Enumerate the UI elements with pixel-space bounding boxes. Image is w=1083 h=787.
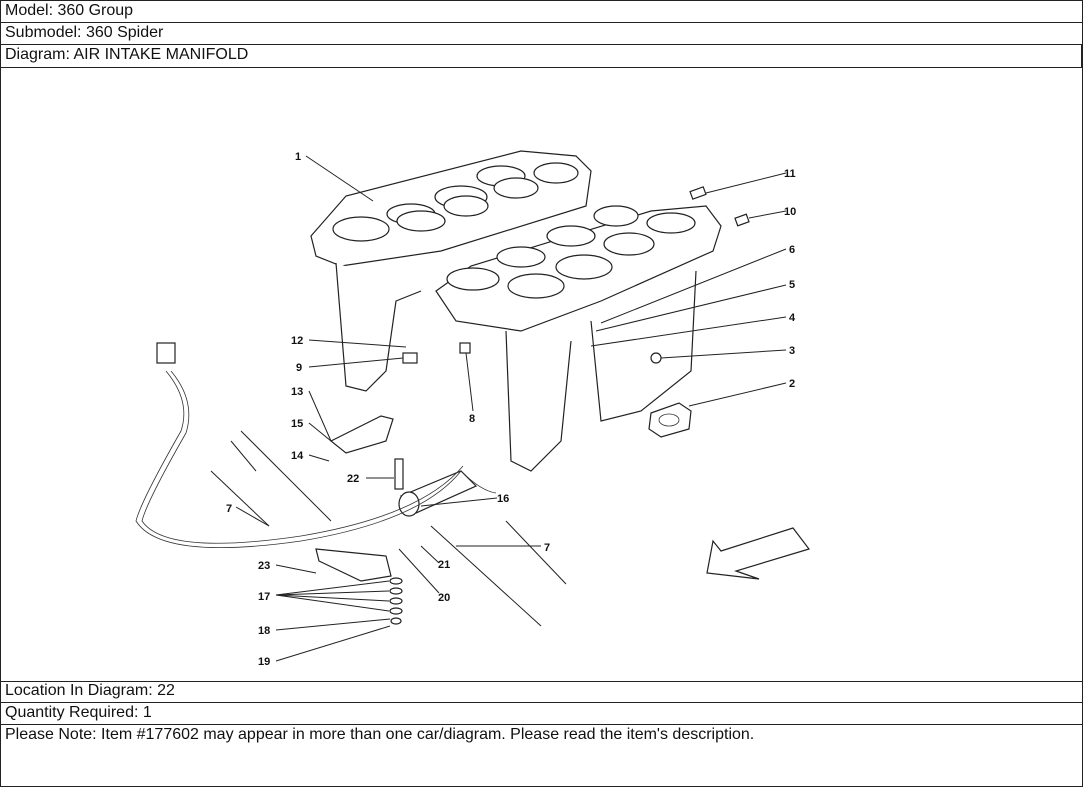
model-text: Model: 360 Group [5,2,134,19]
callout-14: 14 [291,450,304,462]
callout-3: 3 [789,345,795,357]
location-row: Location In Diagram: 22 [1,681,1082,703]
submodel-text: Submodel: 360 Spider [5,24,164,41]
callout-6: 6 [789,244,795,256]
callout-10: 10 [784,206,796,218]
callout-23: 23 [258,560,270,572]
callout-12: 12 [291,335,303,347]
direction-arrow [706,527,811,580]
diagram-title-row: Diagram: AIR INTAKE MANIFOLD [1,45,1082,68]
callout-20: 20 [438,592,450,604]
callout-7a: 7 [226,503,232,515]
callout-5: 5 [789,279,795,291]
callout-19: 19 [258,656,270,668]
quantity-row: Quantity Required: 1 [1,703,1082,725]
diagram-title-text: Diagram: AIR INTAKE MANIFOLD [5,46,249,63]
callout-1: 1 [295,151,301,163]
quantity-text: Quantity Required: 1 [5,704,152,721]
leader-lines [210,155,787,662]
location-text: Location In Diagram: 22 [5,682,175,699]
callout-2: 2 [789,378,795,390]
callout-7b: 7 [544,542,550,554]
submodel-row: Submodel: 360 Spider [1,23,1082,45]
callout-16: 16 [497,493,509,505]
gasket-shape [648,402,692,438]
callout-17: 17 [258,591,270,603]
callout-11: 11 [784,168,796,180]
callout-4: 4 [789,312,796,324]
callout-9: 9 [296,362,302,374]
note-text: Please Note: Item #177602 may appear in … [5,726,755,743]
callout-labels: 1 2 3 4 5 6 7 7 8 9 10 11 12 13 14 15 16… [226,151,796,668]
callout-8: 8 [469,413,475,425]
exploded-diagram: 1 2 3 4 5 6 7 7 8 9 10 11 12 13 14 15 16… [1,68,1082,682]
manifold-rear [310,150,592,392]
manifold-drawing: 1 2 3 4 5 6 7 7 8 9 10 11 12 13 14 15 16… [135,150,811,668]
callout-21: 21 [438,559,450,571]
manifold-front [435,205,722,472]
callout-18: 18 [258,625,270,637]
note-row: Please Note: Item #177602 may appear in … [1,725,1082,786]
model-row: Model: 360 Group [1,1,1082,23]
callout-13: 13 [291,386,303,398]
callout-22: 22 [347,473,359,485]
callout-15: 15 [291,418,303,430]
